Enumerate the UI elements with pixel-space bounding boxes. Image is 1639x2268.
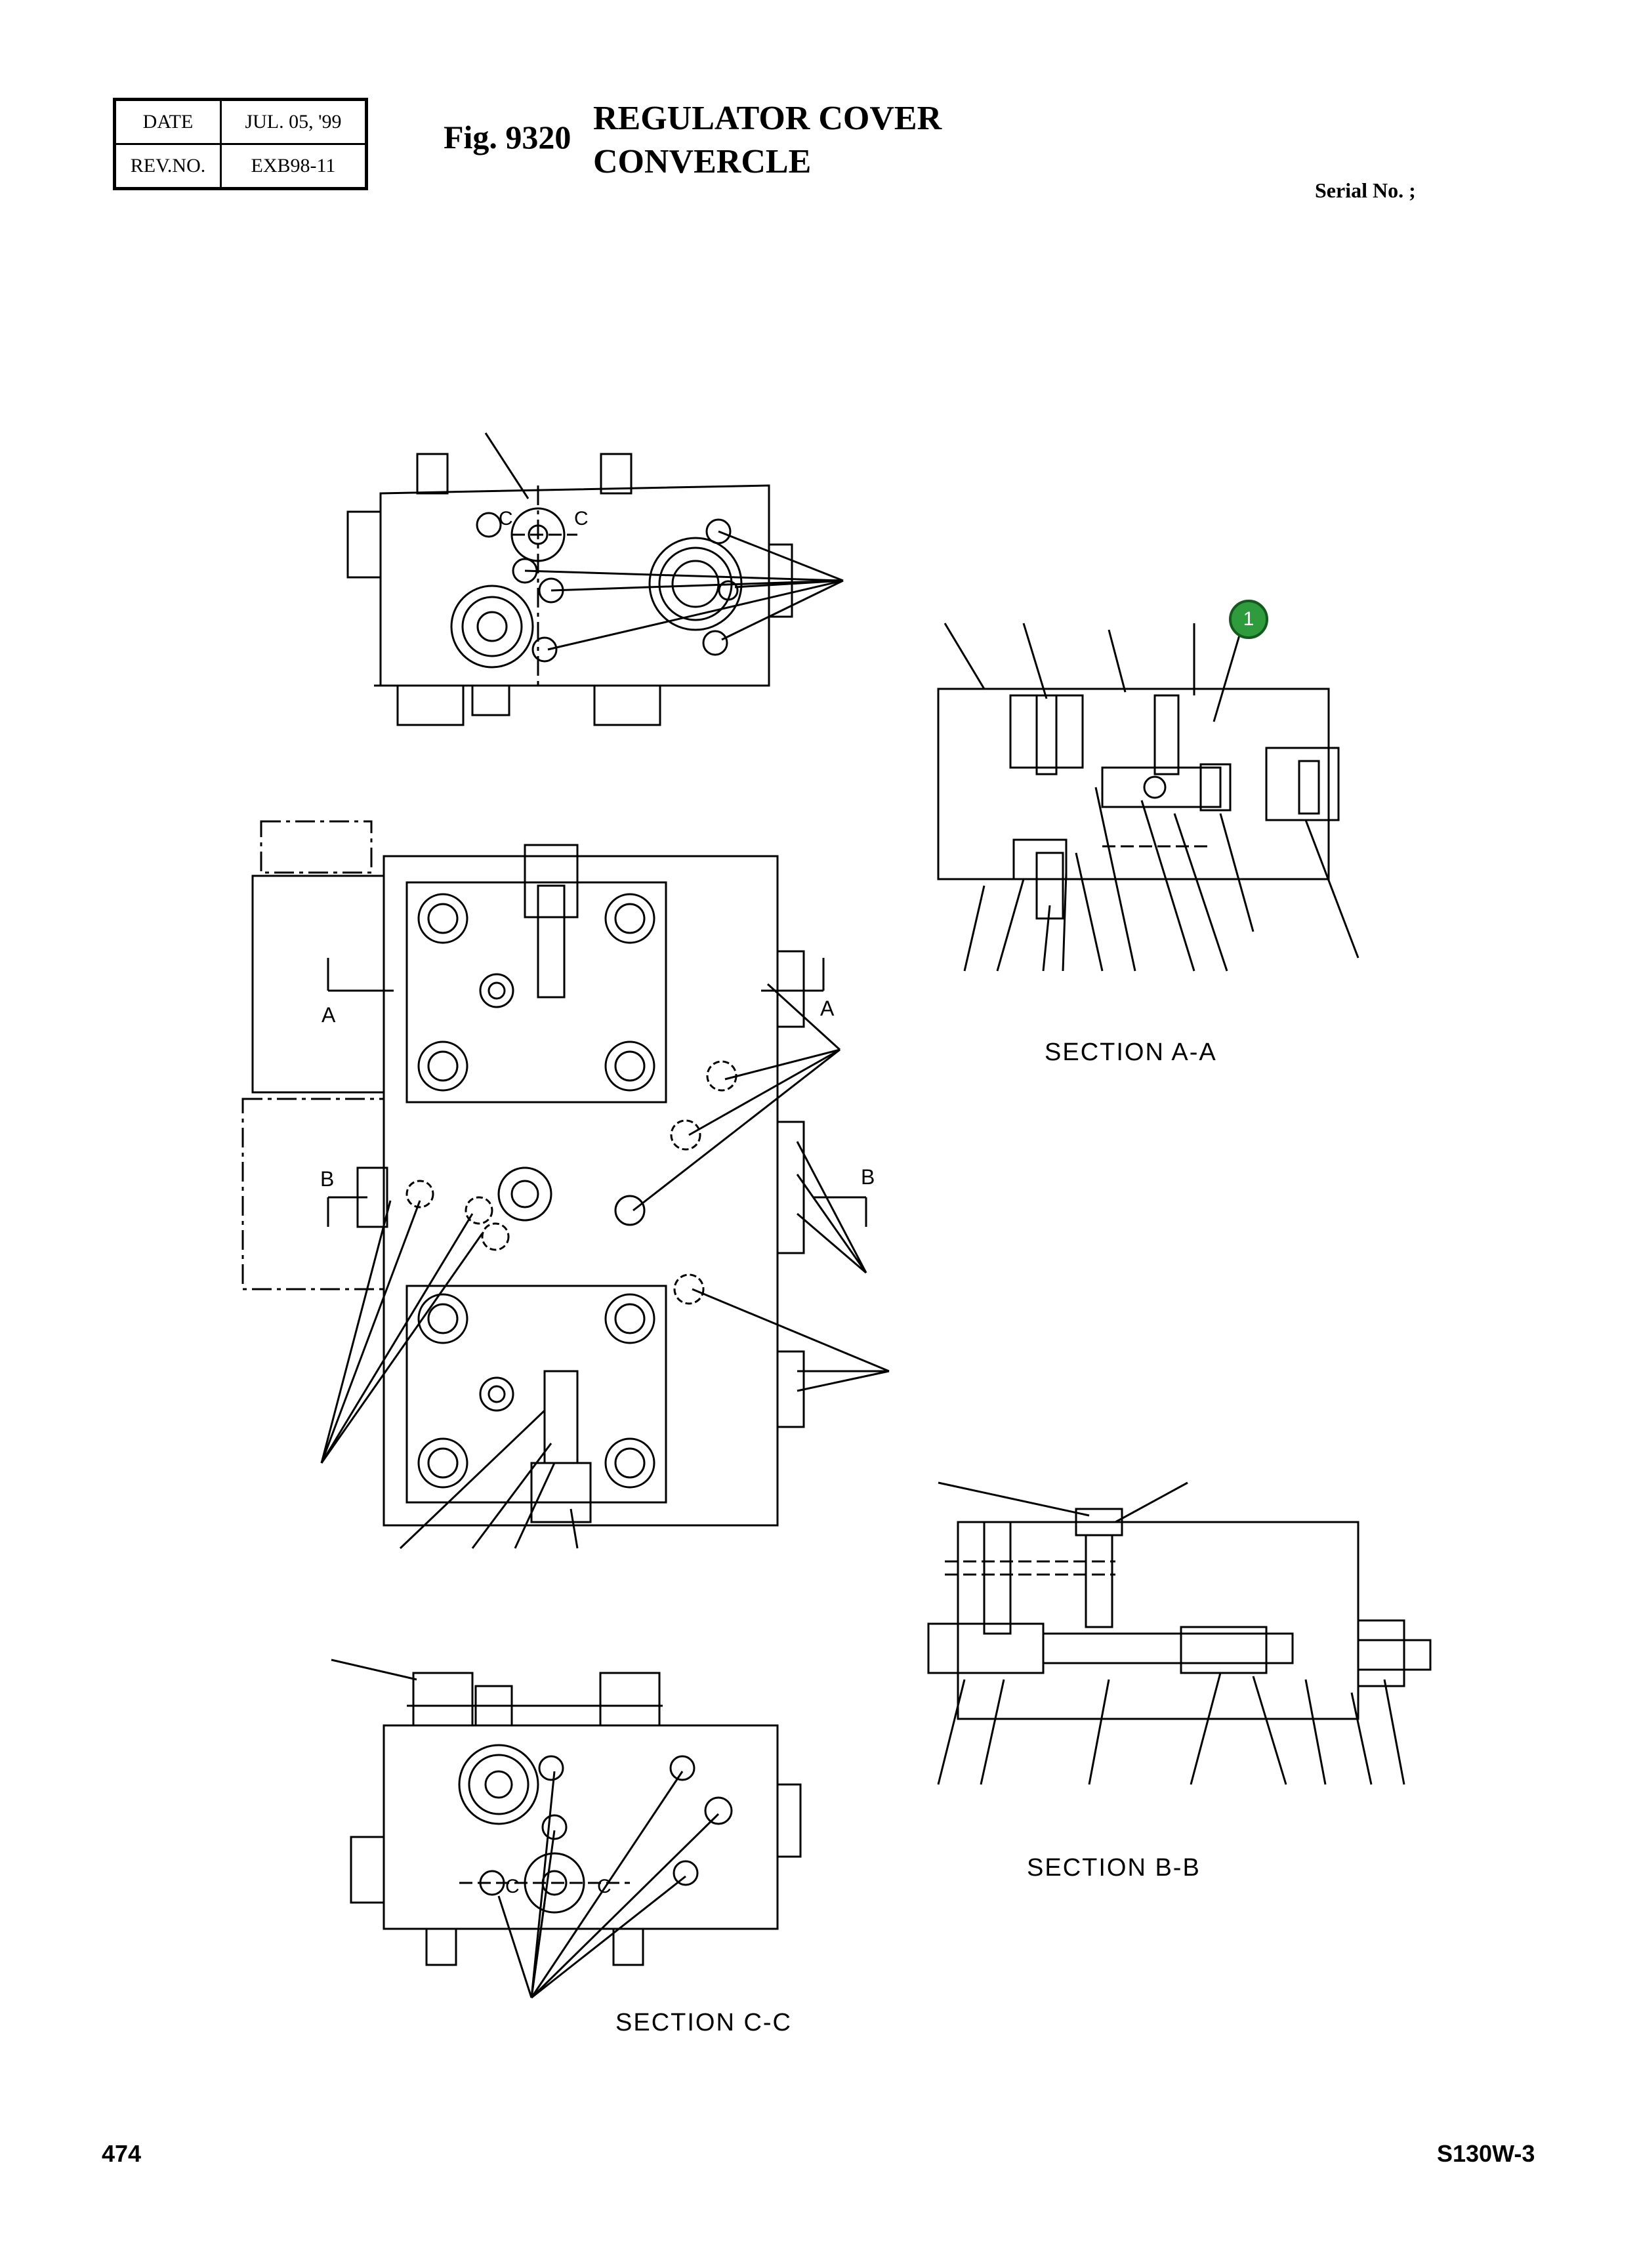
cut-mark-c-bottom-right: C xyxy=(597,1876,612,1897)
date-label: DATE xyxy=(114,98,222,145)
cut-mark-b-right: B xyxy=(861,1165,875,1189)
figure-title: REGULATOR COVER CONVERCLE xyxy=(593,97,942,184)
cut-mark-c-bottom-left: C xyxy=(505,1876,520,1897)
revision-table: DATE JUL. 05, '99 REV.NO. EXB98-11 xyxy=(113,98,368,190)
model-code: S130W-3 xyxy=(1437,2140,1535,2167)
date-value: JUL. 05, '99 xyxy=(220,98,367,145)
rev-value: EXB98-11 xyxy=(220,143,367,190)
front-view xyxy=(241,820,890,1550)
serial-number: Serial No. ; xyxy=(1315,178,1416,202)
cut-mark-a-left: A xyxy=(322,1003,336,1027)
figure-number: Fig. 9320 xyxy=(444,119,571,155)
title-line-1: REGULATOR COVER xyxy=(593,100,942,137)
page-number: 474 xyxy=(102,2140,142,2167)
cut-mark-a-right: A xyxy=(820,997,835,1020)
cut-mark-b-left: B xyxy=(320,1167,334,1191)
rev-label: REV.NO. xyxy=(114,143,222,190)
section-cc-label: SECTION C-C xyxy=(615,2009,792,2036)
section-aa-label: SECTION A-A xyxy=(1045,1039,1217,1066)
section-cc-view xyxy=(331,1659,802,1999)
callout-marker[interactable]: 1 xyxy=(1229,600,1268,639)
cut-mark-c-top-right: C xyxy=(574,508,589,529)
section-bb-label: SECTION B-B xyxy=(1027,1854,1201,1882)
top-view xyxy=(346,432,844,726)
cut-mark-c-top-left: C xyxy=(499,508,513,529)
section-bb-view xyxy=(927,1481,1432,1785)
title-line-2: CONVERCLE xyxy=(593,143,812,180)
section-aa-view xyxy=(937,623,1359,972)
